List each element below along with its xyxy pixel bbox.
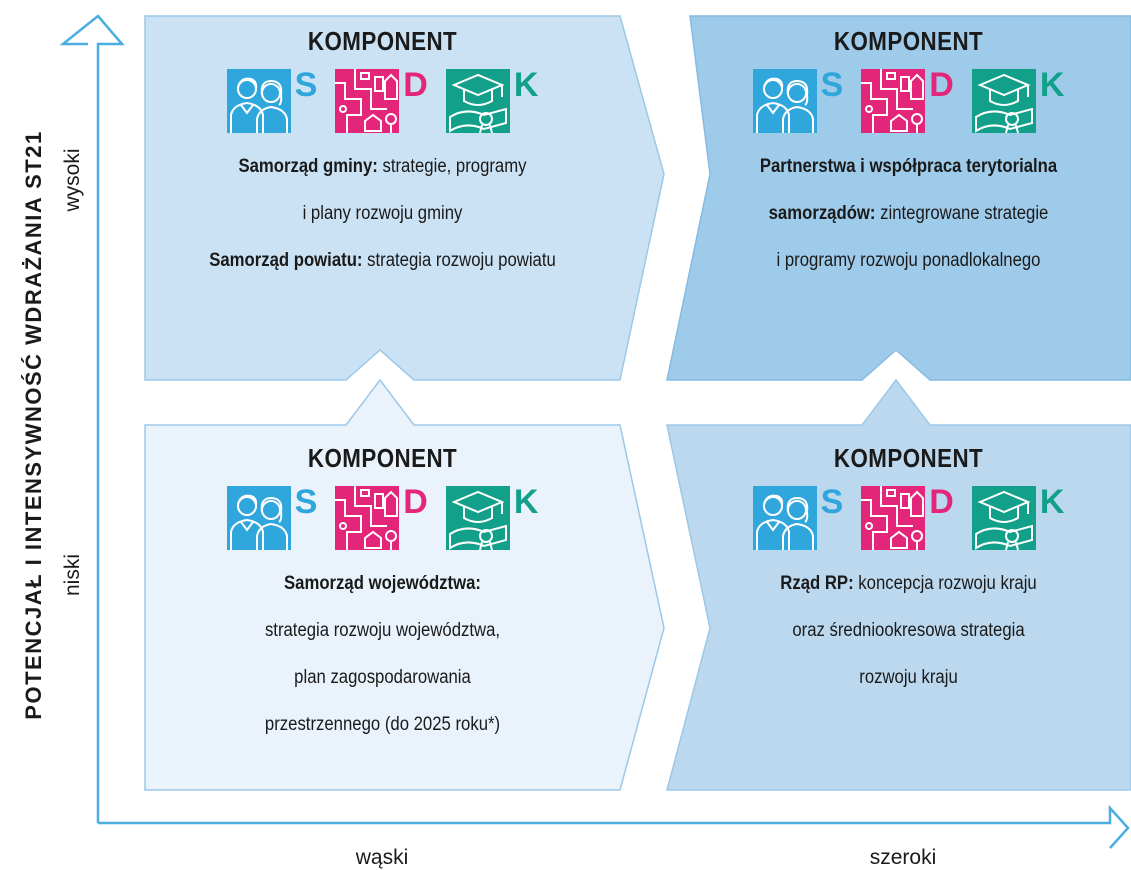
description-line: strategia rozwoju województwa, [174, 607, 592, 654]
map-icon [861, 69, 925, 133]
people-icon [753, 486, 817, 550]
x-axis [98, 804, 1130, 849]
component-s-letter: S [820, 483, 844, 521]
description-line-text: strategia rozwoju powiatu [362, 250, 556, 271]
graduation-cap-icon [446, 69, 510, 133]
component-icons: S D K [145, 483, 620, 550]
component-s: S [753, 66, 843, 133]
y-axis-low-label: niski [61, 553, 84, 597]
quadrant-description: Partnerstwa i współpraca terytorialna sam… [713, 143, 1105, 284]
component-s: S [227, 483, 317, 550]
component-title: KOMPONENT [833, 443, 984, 473]
x-axis-narrow-label: wąski [355, 846, 409, 869]
description-line: Samorząd powiatu: strategia rozwoju powi… [174, 237, 592, 284]
description-line: Rząd RP: koncepcja rozwoju kraju [713, 560, 1105, 607]
people-icon [227, 486, 291, 550]
map-icon [335, 486, 399, 550]
component-icons: S D K [145, 66, 620, 133]
component-d: D [335, 483, 428, 550]
component-title: KOMPONENT [307, 443, 458, 473]
component-d: D [861, 66, 954, 133]
description-line-text: przestrzennego (do 2025 roku*) [264, 714, 501, 735]
quadrant-bottom-right: KOMPONENT S D K Rząd RP: koncepcja rozwo… [686, 443, 1131, 701]
description-line: i plany rozwoju gminy [174, 190, 592, 237]
quadrant-bottom-left: KOMPONENT S D K Samorząd województwa: str… [145, 443, 620, 748]
description-line: i programy rozwoju ponadlokalnego [713, 237, 1105, 284]
quadrant-top-left: KOMPONENT S D K Samorząd gminy: strategi… [145, 26, 620, 284]
graduation-cap-icon [972, 69, 1036, 133]
component-k-letter: K [1039, 66, 1065, 104]
component-s: S [753, 483, 843, 550]
description-line-bold: samorządów: [768, 203, 876, 224]
graduation-cap-icon [972, 486, 1036, 550]
component-k: K [972, 483, 1064, 550]
y-axis-high-label: wysoki [61, 148, 84, 212]
quadrant-description: Samorząd województwa: strategia rozwoju w… [174, 560, 592, 748]
y-axis [59, 14, 125, 823]
component-d-letter: D [929, 483, 954, 521]
component-d-letter: D [403, 483, 428, 521]
description-line: rozwoju kraju [713, 654, 1105, 701]
y-axis-title-text: POTENCJAŁ I INTENSYWNOŚĆ WDRAŻANIA ST21 [21, 130, 46, 720]
x-axis-wide-label: szeroki [869, 846, 937, 869]
component-icons: S D K [686, 483, 1131, 550]
component-k: K [446, 483, 538, 550]
component-title: KOMPONENT [307, 26, 458, 56]
description-line-bold: Rząd RP: [780, 573, 854, 594]
component-s-letter: S [294, 66, 318, 104]
people-icon [753, 69, 817, 133]
description-line: Samorząd gminy: strategie, programy [174, 143, 592, 190]
y-axis-title: POTENCJAŁ I INTENSYWNOŚĆ WDRAŻANIA ST21 [21, 130, 47, 719]
description-line: plan zagospodarowania [174, 654, 592, 701]
component-s-letter: S [820, 66, 844, 104]
component-d-letter: D [403, 66, 428, 104]
description-line-text: koncepcja rozwoju kraju [853, 573, 1037, 594]
component-s: S [227, 66, 317, 133]
component-k-letter: K [1039, 483, 1065, 521]
quadrant-br-shape [666, 378, 1131, 791]
quadrant-description: Samorząd gminy: strategie, programy i pla… [174, 143, 592, 284]
description-line-text: strategia rozwoju województwa, [264, 620, 501, 641]
description-line: Samorząd województwa: [174, 560, 592, 607]
component-k: K [972, 66, 1064, 133]
description-line-text: plan zagospodarowania [294, 667, 471, 688]
description-line-text: i plany rozwoju gminy [302, 203, 463, 224]
description-line-text: zintegrowane strategie [875, 203, 1049, 224]
graduation-cap-icon [446, 486, 510, 550]
description-line: przestrzennego (do 2025 roku*) [174, 701, 592, 748]
description-line-bold: Samorząd gminy: [238, 156, 378, 177]
quadrant-top-right: KOMPONENT S D K Partnerstwa i współpraca… [686, 26, 1131, 284]
description-line-text: oraz średniookresowa strategia [792, 620, 1025, 641]
description-line-text: rozwoju kraju [859, 667, 958, 688]
component-d-letter: D [929, 66, 954, 104]
component-k-letter: K [513, 483, 539, 521]
quadrant-description: Rząd RP: koncepcja rozwoju kraju oraz śre… [713, 560, 1105, 701]
component-s-letter: S [294, 483, 318, 521]
people-icon [227, 69, 291, 133]
map-icon [335, 69, 399, 133]
description-line: oraz średniookresowa strategia [713, 607, 1105, 654]
description-line: samorządów: zintegrowane strategie [713, 190, 1105, 237]
description-line-bold: Samorząd województwa: [284, 573, 481, 594]
component-title: KOMPONENT [833, 26, 984, 56]
description-line-text: i programy rozwoju ponadlokalnego [776, 250, 1041, 271]
description-line-bold: Partnerstwa i współpraca terytorialna [759, 156, 1058, 177]
description-line-text: strategie, programy [377, 156, 527, 177]
description-line: Partnerstwa i współpraca terytorialna [713, 143, 1105, 190]
component-d: D [861, 483, 954, 550]
component-d: D [335, 66, 428, 133]
description-line-bold: Samorząd powiatu: [209, 250, 363, 271]
map-icon [861, 486, 925, 550]
component-k-letter: K [513, 66, 539, 104]
component-icons: S D K [686, 66, 1131, 133]
component-k: K [446, 66, 538, 133]
quadrant-bl-shape [144, 378, 665, 791]
